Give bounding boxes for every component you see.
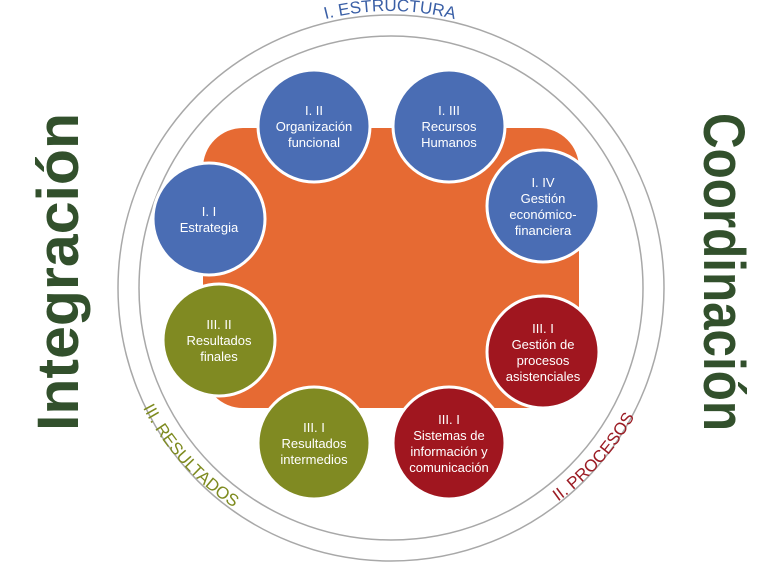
inner-ring: [138, 35, 644, 541]
node-label-line: información y: [410, 444, 488, 459]
node-label-line: III. I: [438, 412, 460, 427]
node-circle: [391, 68, 507, 184]
ring-label-procesos: II. PROCESOS: [549, 409, 638, 505]
node-label-line: I. I: [202, 204, 216, 219]
node-circle: [256, 385, 372, 501]
node-label-line: I. IV: [531, 175, 554, 190]
side-label-integracion: Integración: [26, 113, 91, 431]
node-label-line: III. II: [206, 317, 231, 332]
ring-label-resultados: III. RESULTADOS: [139, 401, 242, 511]
node-label-line: financiera: [515, 223, 572, 238]
node-label-line: I. III: [438, 103, 460, 118]
center-shape: [203, 128, 579, 408]
outer-ring: [117, 14, 665, 562]
node-label-line: asistenciales: [506, 369, 581, 384]
node-circle: [391, 385, 507, 501]
node-label-line: económico-: [509, 207, 576, 222]
node-label-line: finales: [200, 349, 238, 364]
node-circle: [485, 294, 601, 410]
node-label-line: I. II: [305, 103, 323, 118]
node-label-line: Gestión de: [512, 337, 575, 352]
node-circle: [151, 161, 267, 277]
side-label-coordinacion: Coordinación: [691, 113, 756, 431]
center-octagon: [203, 128, 579, 408]
node-circle: [256, 68, 372, 184]
node-label-line: III. I: [532, 321, 554, 336]
node-label-line: Recursos: [422, 119, 477, 134]
node-label-line: intermedios: [280, 452, 348, 467]
node-label-line: Humanos: [421, 135, 477, 150]
node-label-line: III. I: [303, 420, 325, 435]
node-circle: [161, 282, 277, 398]
node-label-line: Resultados: [186, 333, 252, 348]
node-label-line: Sistemas de: [413, 428, 485, 443]
node-label-line: procesos: [517, 353, 570, 368]
node-label-line: Gestión: [521, 191, 566, 206]
node-label-line: Resultados: [281, 436, 347, 451]
node-label-line: comunicación: [409, 460, 489, 475]
node-circle: [485, 148, 601, 264]
node-label-line: Organización: [276, 119, 353, 134]
node-label-line: funcional: [288, 135, 340, 150]
node-label-line: Estrategia: [180, 220, 239, 235]
